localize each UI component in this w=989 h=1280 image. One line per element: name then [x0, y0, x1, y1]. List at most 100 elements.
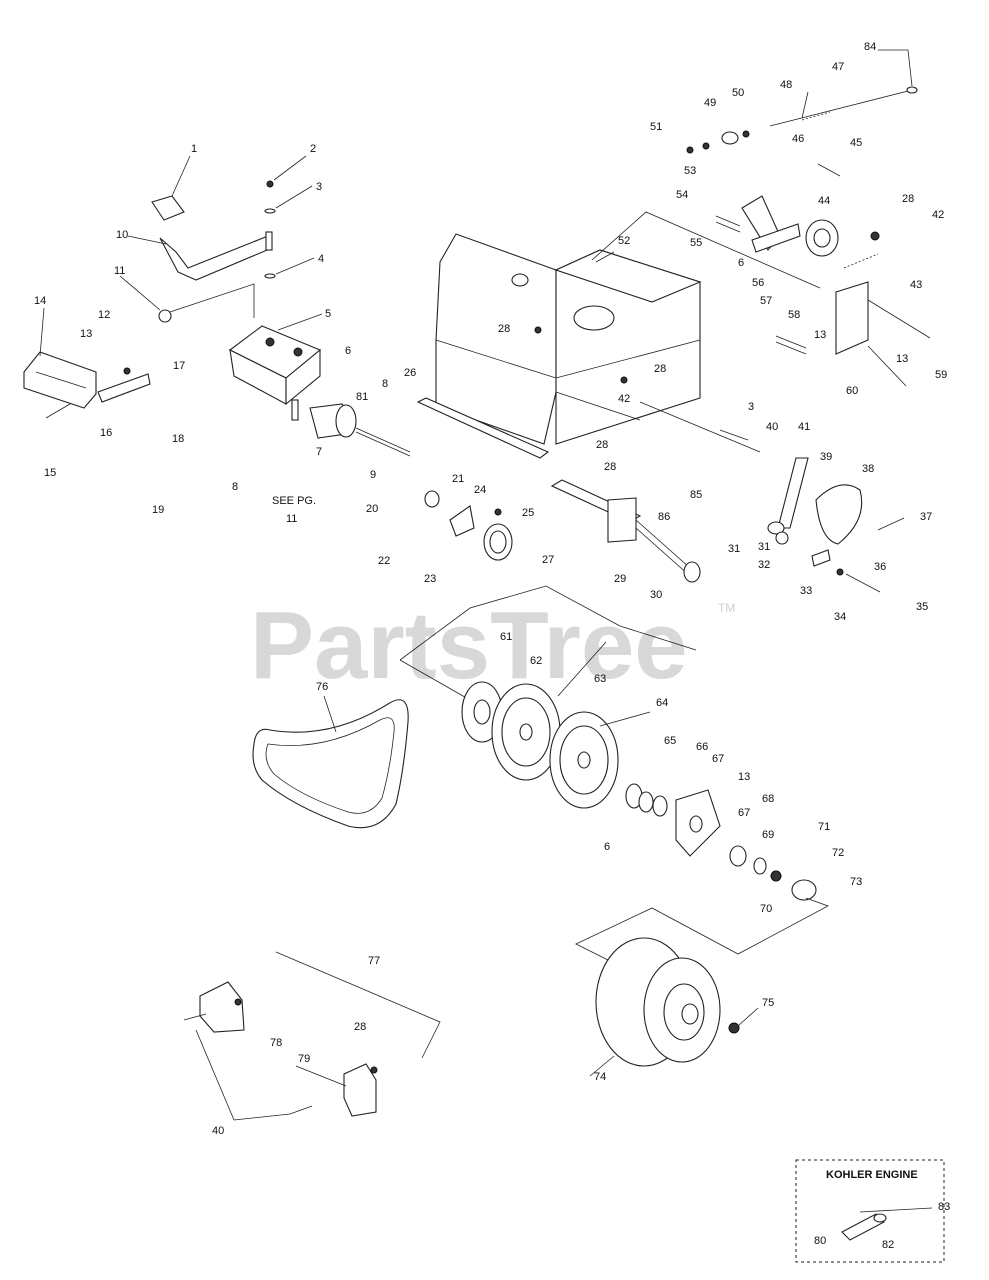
callout: 30 — [650, 589, 662, 601]
callout: 46 — [792, 133, 804, 145]
frame-top — [554, 249, 702, 303]
callout: 44 — [818, 195, 830, 207]
callout: 8 — [382, 378, 388, 390]
callout: 5 — [325, 308, 331, 320]
spring-47 — [801, 111, 831, 121]
bolt-59b — [867, 345, 907, 387]
inset-border — [795, 1159, 945, 1263]
hub-32 — [775, 531, 789, 545]
v-belt-75 — [252, 699, 409, 829]
callout: 14 — [34, 295, 46, 307]
bracket-78 — [343, 1063, 377, 1117]
callout: 28 — [498, 323, 510, 335]
callout: 58 — [788, 309, 800, 321]
transmission-side — [285, 348, 321, 406]
bearing-21 — [424, 490, 440, 508]
washer-3 — [264, 208, 276, 214]
transmission-group — [228, 325, 411, 457]
callout: 85 — [690, 489, 702, 501]
bolt-40b — [183, 1013, 207, 1021]
brake-lever-39 — [777, 457, 809, 529]
spring-43 — [843, 253, 879, 269]
nut-28b — [870, 231, 880, 241]
transmission-shaft — [291, 399, 299, 421]
callout: 47 — [832, 61, 844, 73]
callout: 28 — [902, 193, 914, 205]
washer-25 — [494, 508, 502, 516]
callout: 2 — [310, 143, 316, 155]
bolt-40a — [719, 429, 749, 441]
callout: 21 — [452, 473, 464, 485]
axle-29 — [635, 519, 691, 569]
callout: 71 — [818, 821, 830, 833]
callout: 24 — [474, 484, 486, 496]
callout: 7 — [316, 446, 322, 458]
callout: 56 — [752, 277, 764, 289]
bolt-37 — [877, 517, 905, 531]
callout: 63 — [594, 673, 606, 685]
main-frame-group — [435, 233, 702, 445]
callout: 39 — [820, 451, 832, 463]
callout: 10 — [116, 229, 128, 241]
callout: 28 — [354, 1021, 366, 1033]
callout: 48 — [780, 79, 792, 91]
callout: 73 — [850, 876, 862, 888]
watermark-text: PartsTree — [250, 592, 688, 699]
callout: 54 — [676, 189, 688, 201]
callout: 36 — [874, 561, 886, 573]
callout: 28 — [654, 363, 666, 375]
callout: 20 — [366, 503, 378, 515]
callout: 11 — [114, 265, 125, 277]
callout: 82 — [882, 1239, 894, 1251]
bracket-77 — [199, 981, 245, 1033]
callout: 18 — [172, 433, 184, 445]
callout: 65 — [664, 735, 676, 747]
bolt-45 — [817, 163, 841, 177]
pulley-79 — [335, 404, 357, 438]
drive-pulley-group — [399, 585, 829, 971]
callout: 13 — [814, 329, 826, 341]
callout: 12 — [98, 309, 110, 321]
callout: 1 — [191, 143, 197, 155]
callout: 52 — [618, 235, 630, 247]
lever-grip — [151, 195, 185, 221]
callout: 8 — [232, 481, 238, 493]
callout: 17 — [173, 360, 185, 372]
callout: 41 — [798, 421, 810, 433]
nut-13a — [123, 367, 131, 375]
callout: 84 — [864, 41, 876, 53]
callout: 60 — [846, 385, 858, 397]
washer-34 — [836, 568, 844, 576]
bolt-59a — [867, 299, 931, 339]
callout: 64 — [656, 697, 668, 709]
bolt-35 — [845, 573, 881, 593]
callout: 53 — [684, 165, 696, 177]
callout: 3 — [748, 401, 754, 413]
shaft-group — [416, 397, 761, 583]
brake-group — [719, 429, 905, 593]
callout: 45 — [850, 137, 862, 149]
knob-11 — [158, 309, 172, 323]
callout: 50 — [732, 87, 744, 99]
callout: 43 — [910, 279, 922, 291]
bushing-31 — [767, 521, 785, 535]
callout: 42 — [932, 209, 944, 221]
cap-72 — [791, 879, 817, 901]
callout: 40 — [766, 421, 778, 433]
bearing-plate — [607, 497, 637, 543]
lever-bracket — [265, 231, 273, 251]
washer-50a — [742, 130, 750, 138]
callout: 6 — [604, 841, 610, 853]
brake-band-38 — [815, 484, 863, 545]
callout: 59 — [935, 369, 947, 381]
rh-guard-group — [23, 351, 151, 419]
callout: 31 — [758, 541, 770, 553]
callout: 35 — [916, 601, 928, 613]
callout: 67 — [738, 807, 750, 819]
leader-frame — [169, 283, 255, 318]
cable-47 — [769, 89, 913, 127]
idler-arm-group — [591, 163, 931, 387]
cable-group — [686, 86, 918, 154]
callout-labels: 1 2 3 4 5 6 7 8 9 10 11 12 13 14 15 16 1… — [34, 41, 950, 1251]
